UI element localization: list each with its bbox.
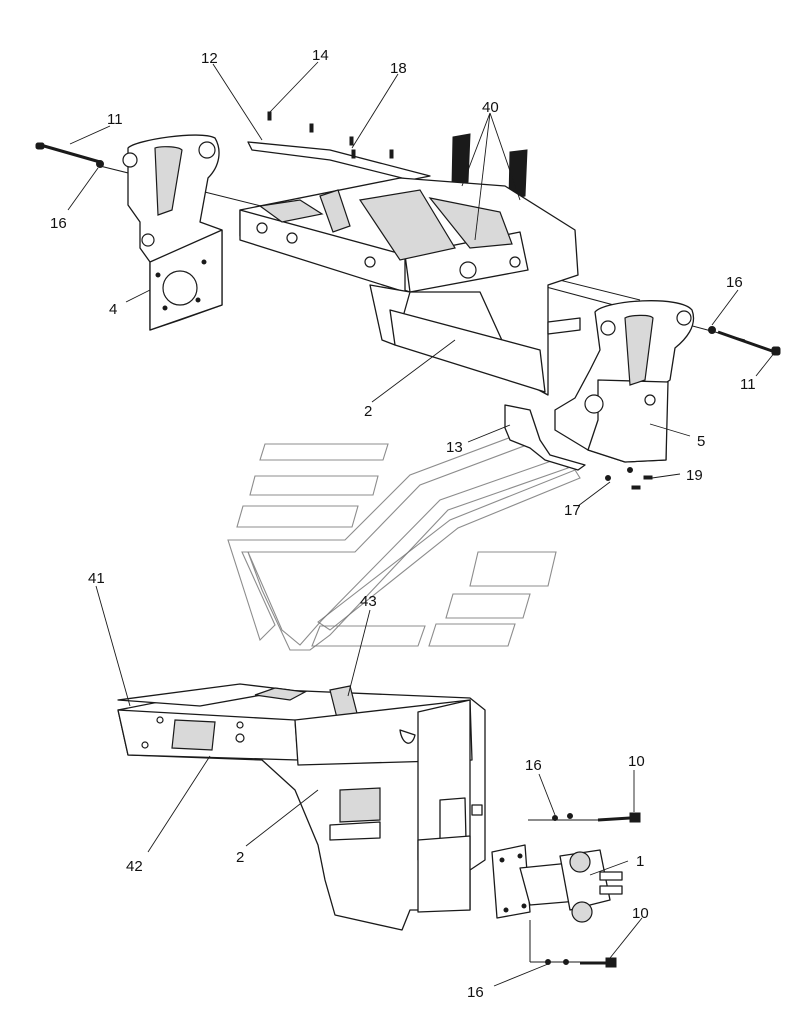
callout-16-lower-top: 16: [525, 757, 542, 774]
leader-lines: [67, 61, 776, 987]
callout-11-right: 11: [740, 376, 756, 393]
lower-frame-assembly: [117, 683, 641, 968]
bolts-14-18: [267, 111, 394, 159]
upper-frame-assembly: [35, 111, 781, 490]
callout-18: 18: [390, 60, 407, 77]
lower-frame: [117, 683, 486, 931]
pin-11-right: [708, 326, 781, 356]
callout-4: 4: [109, 301, 117, 318]
callout-1: 1: [636, 853, 644, 870]
upper-frame: [239, 177, 581, 396]
plate-12: [247, 141, 431, 181]
callout-11-left: 11: [107, 111, 123, 128]
callout-14: 14: [312, 47, 329, 64]
callout-19: 19: [686, 467, 703, 484]
pivot-assembly-1: [491, 844, 623, 923]
callout-2-upper: 2: [364, 403, 372, 420]
callout-16-lower-bottom: 16: [467, 984, 484, 1001]
callout-10-bottom: 10: [632, 905, 649, 922]
callout-16-right: 16: [726, 274, 743, 291]
callout-5: 5: [697, 433, 705, 450]
bolts-17-19: [605, 467, 653, 490]
callout-43: 43: [360, 593, 377, 610]
callout-2-lower: 2: [236, 849, 244, 866]
side-plate-4: [122, 134, 223, 331]
shim-plate-13: [504, 404, 586, 471]
callout-12: 12: [201, 50, 218, 67]
callout-17: 17: [564, 502, 581, 519]
callout-42: 42: [126, 858, 143, 875]
callout-13: 13: [446, 439, 463, 456]
pin-11-left: [35, 142, 104, 168]
side-plate-5: [554, 300, 695, 463]
bolts-10-top: [528, 812, 641, 823]
bolts-10-bottom: [529, 920, 617, 968]
callout-16-left: 16: [50, 215, 67, 232]
callout-10-top: 10: [628, 753, 645, 770]
washer-16-left: [96, 160, 104, 168]
callout-41: 41: [88, 570, 105, 587]
callout-labels: 12 14 18 40 11 16 4 16 11 2 13 5 19 17 4…: [50, 47, 756, 1001]
watermark-logo: [227, 429, 581, 651]
pads-40: [451, 133, 528, 201]
washer-16-right: [708, 326, 716, 334]
callout-40: 40: [482, 99, 499, 116]
